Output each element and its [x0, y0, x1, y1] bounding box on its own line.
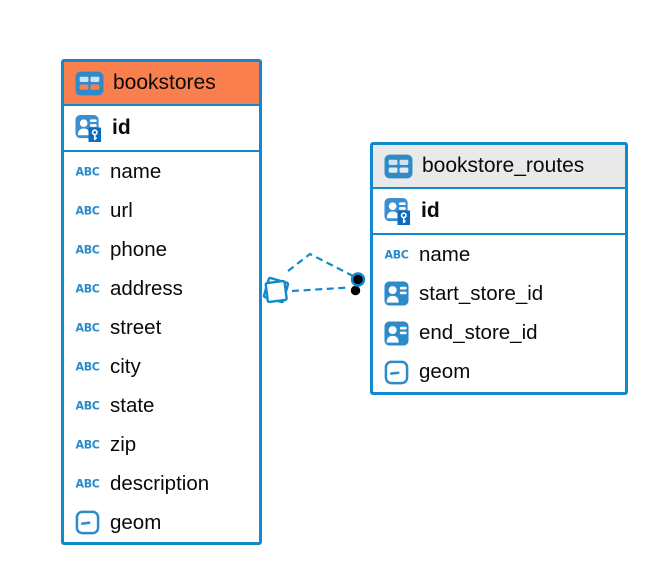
column-row[interactable]: phone — [64, 230, 259, 269]
stacked-squares-marker[interactable] — [262, 276, 290, 304]
column-name: name — [419, 242, 471, 266]
relationship-line-lower[interactable] — [291, 286, 350, 293]
column-row[interactable]: start_store_id — [373, 274, 625, 313]
column-row[interactable]: geom — [64, 503, 259, 542]
primary-key-name: id — [421, 199, 440, 222]
relationship-line-upper[interactable] — [287, 252, 354, 277]
person-card-icon — [384, 321, 409, 346]
abc-icon — [75, 471, 100, 496]
person-card-icon — [384, 281, 409, 306]
person-key-icon — [384, 197, 411, 226]
column-row[interactable]: zip — [64, 425, 259, 464]
table-header[interactable]: bookstores — [64, 62, 259, 106]
abc-icon — [75, 198, 100, 223]
abc-icon — [75, 354, 100, 379]
column-row[interactable]: street — [64, 308, 259, 347]
column-name: start_store_id — [419, 281, 544, 305]
column-name: zip — [110, 432, 137, 456]
column-row[interactable]: end_store_id — [373, 314, 625, 353]
abc-icon — [75, 276, 100, 301]
abc-icon — [75, 237, 100, 262]
column-row[interactable]: address — [64, 269, 259, 308]
column-name: phone — [110, 237, 168, 261]
primary-key-row[interactable]: id — [64, 106, 259, 152]
primary-key-row[interactable]: id — [373, 189, 625, 235]
endpoint-dot-upper[interactable] — [350, 272, 366, 287]
column-name: state — [110, 393, 155, 417]
column-name: description — [110, 471, 210, 495]
table-icon — [384, 154, 413, 179]
column-list: name url phone address street city state… — [64, 152, 259, 542]
abc-icon — [75, 159, 100, 184]
column-name: street — [110, 315, 162, 339]
column-name: city — [110, 354, 141, 378]
column-row[interactable]: url — [64, 191, 259, 230]
primary-key-name: id — [112, 116, 131, 139]
abc-icon — [75, 393, 100, 418]
geometry-icon — [384, 360, 409, 385]
table-name: bookstore_routes — [422, 154, 585, 177]
column-list: name start_store_id end_store_id geom — [373, 235, 625, 392]
column-row[interactable]: description — [64, 464, 259, 503]
column-name: url — [110, 198, 133, 222]
column-name: geom — [110, 510, 162, 534]
table-header[interactable]: bookstore_routes — [373, 145, 625, 189]
table-bookstore-routes[interactable]: bookstore_routes id name start_store_id … — [370, 142, 628, 395]
geometry-icon — [75, 510, 100, 535]
abc-icon — [384, 242, 409, 267]
person-key-icon — [75, 114, 102, 143]
column-row[interactable]: name — [64, 152, 259, 191]
column-row[interactable]: city — [64, 347, 259, 386]
table-name: bookstores — [113, 71, 216, 94]
table-icon — [75, 71, 104, 96]
column-row[interactable]: state — [64, 386, 259, 425]
abc-icon — [75, 315, 100, 340]
table-bookstores[interactable]: bookstores id name url phone address str… — [61, 59, 262, 545]
column-name: name — [110, 159, 162, 183]
column-name: geom — [419, 360, 471, 384]
column-row[interactable]: geom — [373, 353, 625, 392]
endpoint-dot-lower[interactable] — [349, 284, 362, 297]
abc-icon — [75, 432, 100, 457]
column-name: end_store_id — [419, 321, 538, 345]
column-row[interactable]: name — [373, 235, 625, 274]
column-name: address — [110, 276, 183, 300]
